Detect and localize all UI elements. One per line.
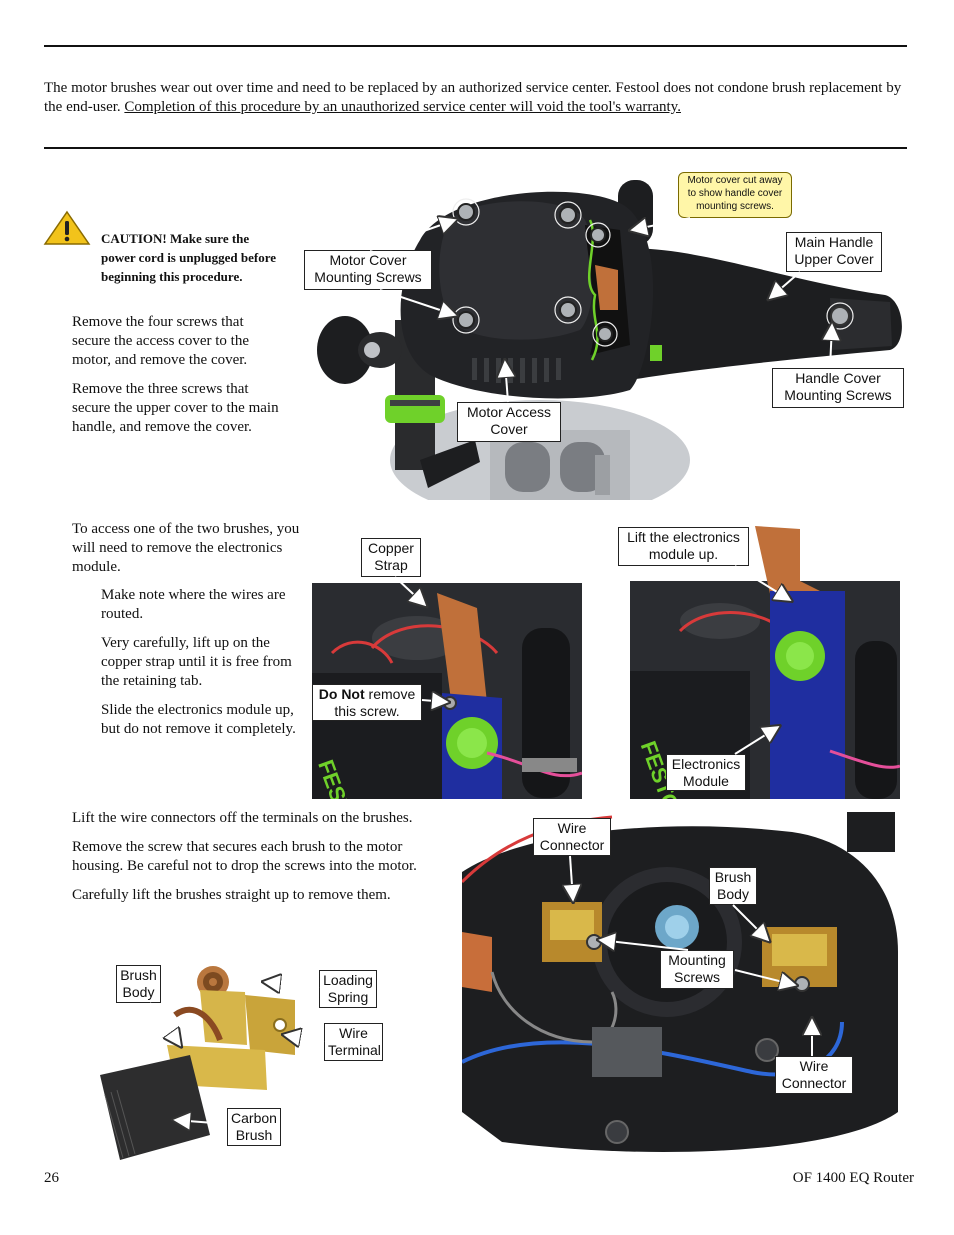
step3-paragraph-1: Lift the wire connectors off the termina…	[72, 810, 413, 826]
intro-bottom-rule	[44, 147, 907, 149]
router-top-photo	[300, 170, 910, 500]
step2-substep-1: Make note where the wires are routed.	[101, 587, 286, 622]
intro-paragraph: The motor brushes wear out over time and…	[44, 79, 912, 117]
step1-paragraph-1: Remove the four screws that secure the a…	[72, 314, 249, 368]
step3-paragraph-2: Remove the screw that secures each brush…	[72, 839, 417, 874]
step3-paragraph-3: Carefully lift the brushes straight up t…	[72, 887, 391, 903]
step3-instructions: Lift the wire connectors off the termina…	[72, 809, 417, 915]
step2-substep-2: Very carefully, lift up on the copper st…	[101, 635, 292, 689]
caution-triangle-icon	[43, 210, 91, 245]
step2-substep-3: Slide the electronics module up, but do …	[101, 702, 296, 737]
step2-instructions: To access one of the two brushes, you wi…	[72, 520, 307, 587]
motor-cover-cut-label: Motor cover cut away to show handle cove…	[678, 172, 792, 218]
step1-paragraph-2: Remove the three screws that secure the …	[72, 381, 279, 435]
product-name: OF 1400 EQ Router	[792, 1170, 914, 1186]
brush-assembly-photo	[95, 960, 305, 1165]
top-rule	[44, 45, 907, 47]
intro-text: The motor brushes wear out over time and…	[44, 80, 902, 115]
step2-substeps: Make note where the wires are routed. Ve…	[101, 586, 306, 749]
step1-instructions: Remove the four screws that secure the a…	[72, 313, 284, 447]
caution-note: CAUTION! Make sure the power cord is unp…	[101, 231, 277, 284]
step2-intro: To access one of the two brushes, you wi…	[72, 521, 300, 575]
page-number: 26	[44, 1170, 59, 1186]
warranty-warning: Completion of this procedure by an unaut…	[124, 99, 681, 115]
